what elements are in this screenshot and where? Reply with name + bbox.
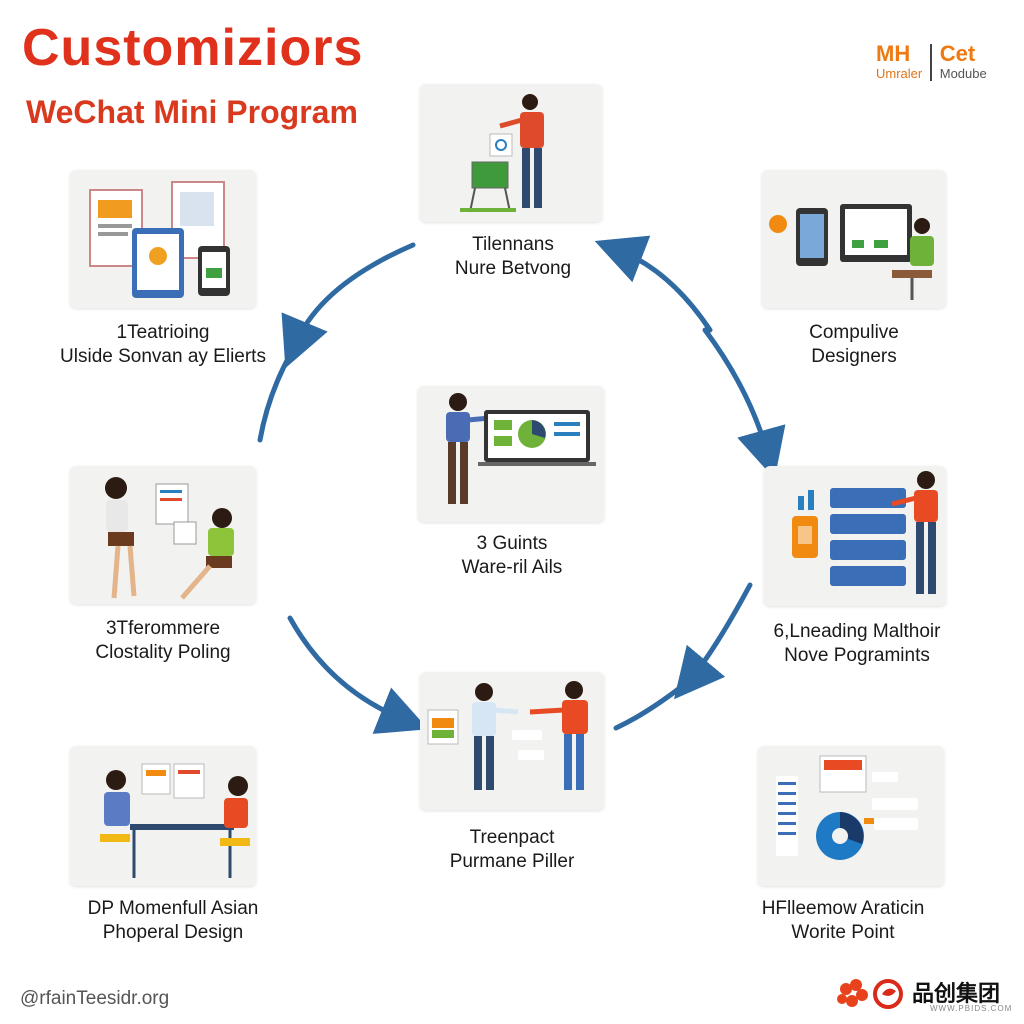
node-left-mid-line2: Clostality Poling: [95, 642, 231, 663]
node-bottom-line2: Purmane Piller: [449, 851, 575, 872]
node-bottom-line1: Treenpact: [469, 827, 555, 848]
node-left-top-line1: 1Teatrioing: [116, 322, 210, 343]
node-right-top-line1: Compulive: [809, 322, 899, 343]
node-right-mid-caption: 6,Lneading Malthoir Nove Pogramints: [727, 620, 987, 668]
panel-left-top-illustration: [70, 170, 256, 308]
node-left-bottom-line2: Phoperal Design: [102, 922, 244, 943]
node-left-mid-caption: 3Tferommere Clostality Poling: [33, 617, 293, 665]
flower-icon: [837, 979, 903, 1009]
panel-center-illustration: [418, 386, 604, 522]
node-right-mid-line1: 6,Lneading Malthoir: [773, 621, 941, 642]
panel-left-mid-illustration: [70, 466, 256, 604]
node-left-bottom-caption: DP Momenfull Asian Phoperal Design: [43, 897, 303, 945]
node-bottom-caption: Treenpact Purmane Piller: [382, 826, 642, 874]
node-right-top-caption: Compulive Designers: [724, 321, 984, 369]
node-left-top-line2: Ulside Sonvan ay Elierts: [60, 346, 266, 367]
node-right-bottom-line2: Worite Point: [791, 922, 895, 943]
node-right-top-line2: Designers: [811, 346, 897, 367]
panel-top-illustration: [420, 84, 602, 222]
panel-right-mid-illustration: [764, 466, 946, 606]
node-center-line1: 3 Guints: [476, 533, 548, 554]
footer-text: @rfainTeesidr.org: [20, 988, 170, 1009]
brand-divider: [930, 44, 932, 82]
node-center-caption: 3 Guints Ware-ril Ails: [382, 532, 642, 580]
node-center-line2: Ware-ril Ails: [461, 557, 563, 578]
panel-right-bottom-illustration: [758, 746, 944, 886]
node-top-line2: Nure Betvong: [454, 258, 572, 279]
node-top-line1: Tilennans: [472, 234, 554, 255]
panel-right-top-illustration: [762, 170, 946, 308]
panel-left-bottom-illustration: [70, 746, 256, 886]
brand-left-small: Umraler: [876, 66, 923, 82]
page-title: Customiziors: [22, 19, 364, 77]
arrow-left-lower: [287, 615, 429, 734]
logo-url: WWW.PBIDS.COM: [930, 1004, 1013, 1013]
node-right-bottom-caption: HFlleemow Araticin Worite Point: [713, 897, 973, 945]
page-subtitle: WeChat Mini Program: [26, 94, 358, 130]
company-logo: 品创集团 WWW.PBIDS.COM: [836, 977, 1011, 1013]
brand-right-small: Modube: [939, 66, 987, 82]
node-top-caption: Tilennans Nure Betvong: [383, 233, 643, 281]
logo-text: 品创集团: [912, 981, 1001, 1006]
node-right-mid-line2: Nove Pogramints: [784, 645, 930, 666]
brand-right-big: Cet: [939, 41, 976, 66]
arrow-bottom-right: [613, 677, 693, 731]
node-left-bottom-line1: DP Momenfull Asian: [87, 898, 259, 919]
node-right-bottom-line1: HFlleemow Araticin: [761, 898, 925, 919]
brand-logo: MH Umraler Cet Modube: [876, 41, 987, 83]
brand-left-big: MH: [876, 41, 911, 66]
panel-bottom-illustration: [420, 672, 604, 810]
node-left-mid-line1: 3Tferommere: [105, 618, 221, 639]
node-left-top-caption: 1Teatrioing Ulside Sonvan ay Elierts: [33, 321, 293, 369]
